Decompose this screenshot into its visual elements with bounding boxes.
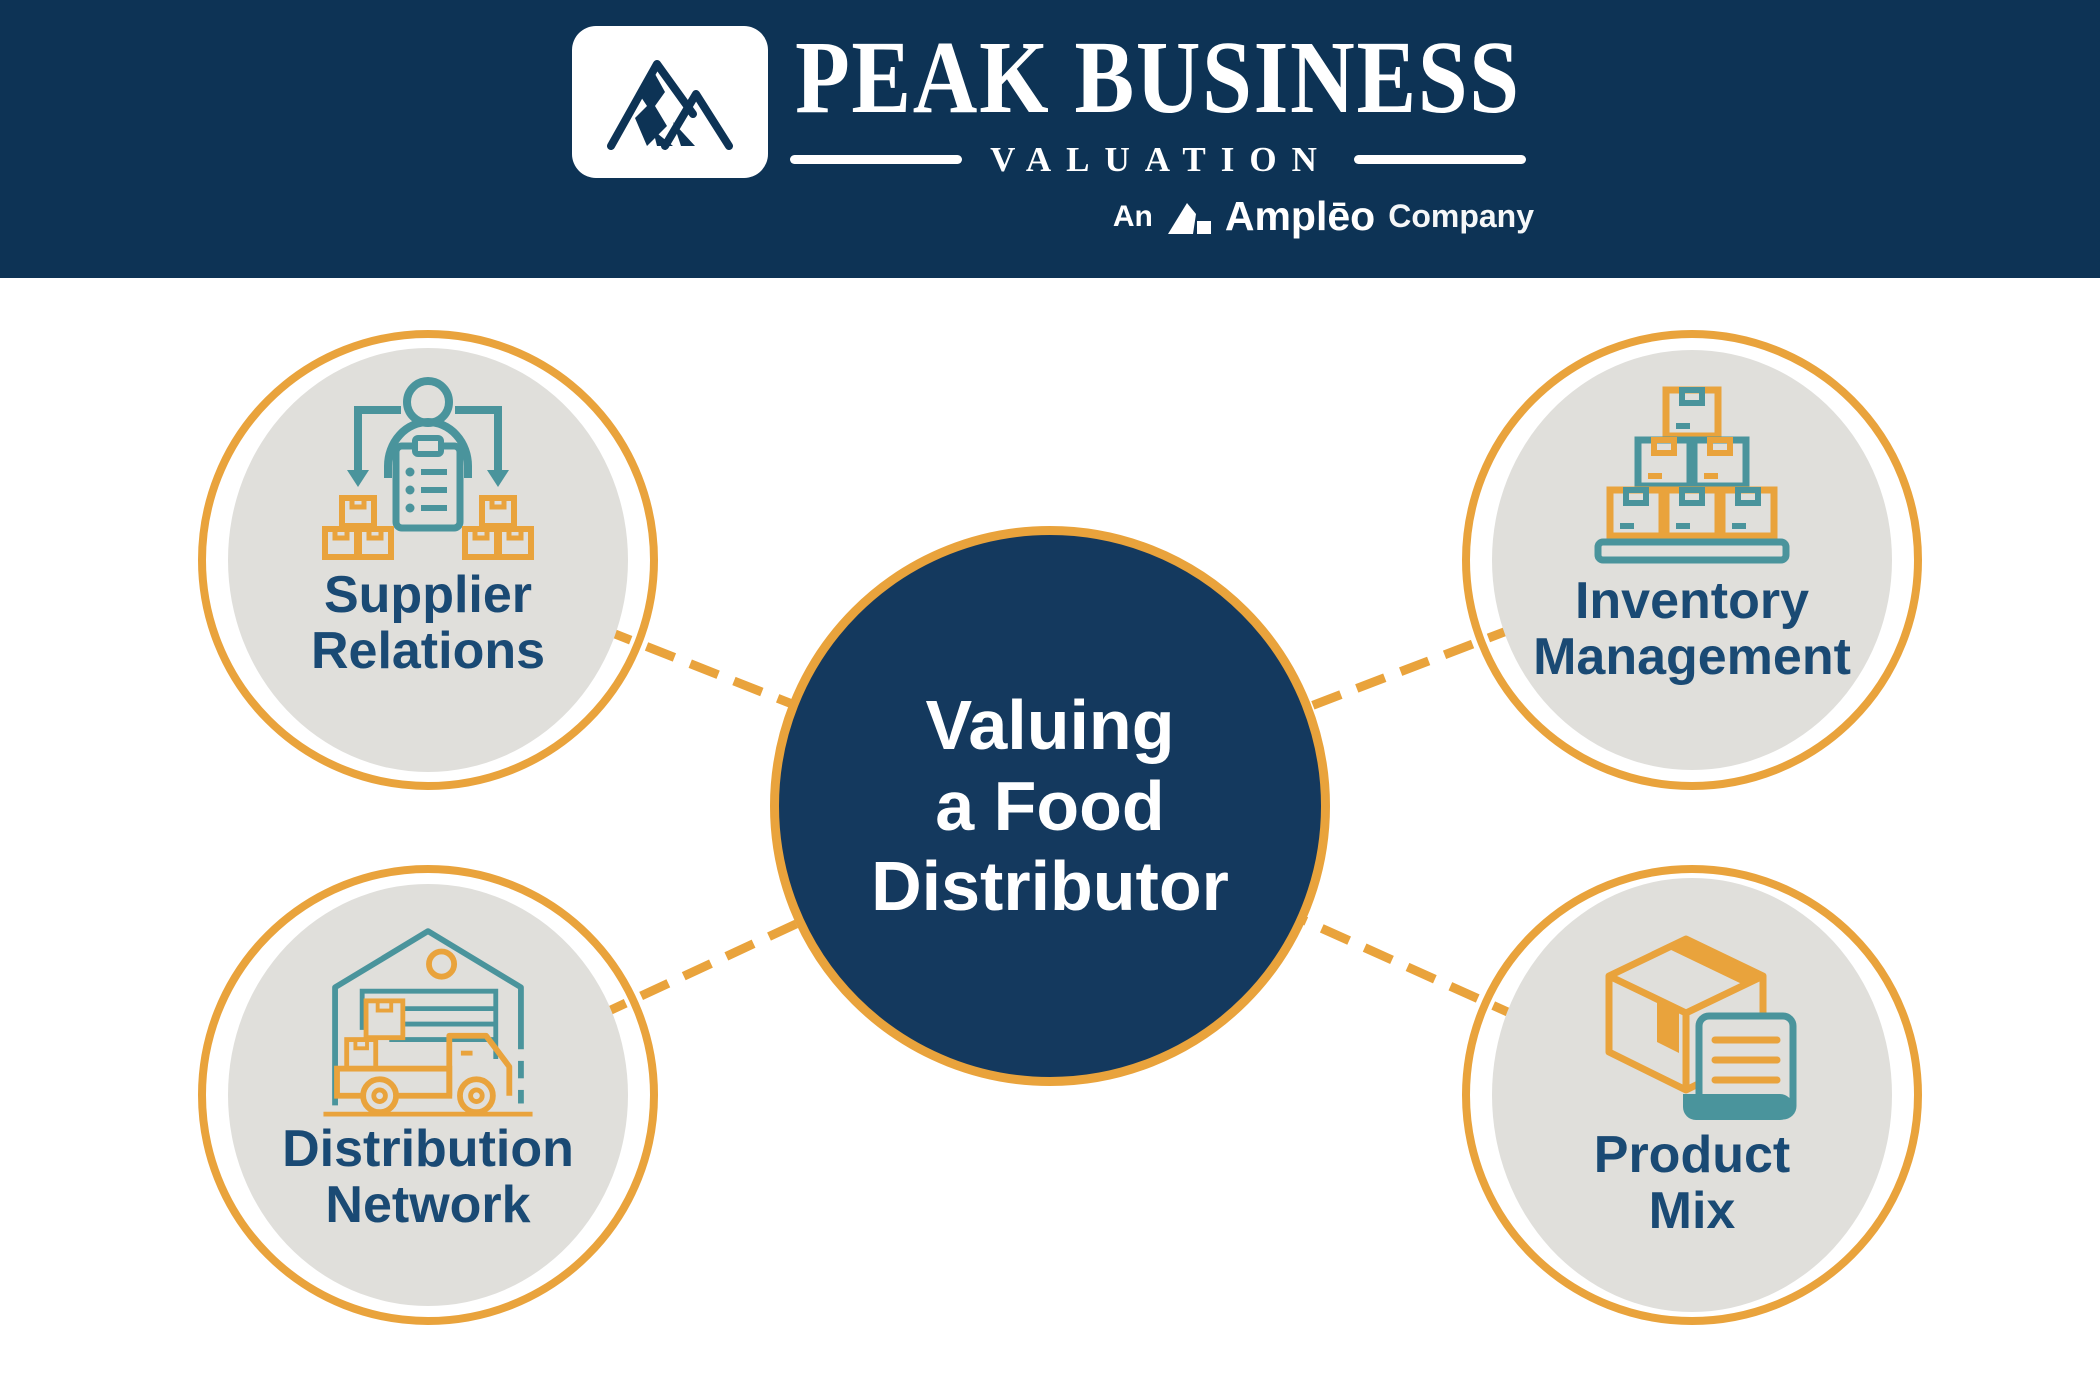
node-inventory-management: Inventory Management [1462,330,1922,790]
box-document-icon [1605,935,1797,1120]
center-title-line: a Food [935,766,1165,845]
warehouse-truck-icon [323,928,533,1117]
node-distribution-network: Distribution Network [198,865,658,1325]
diagram-area: Supplier Relations [0,278,2100,1400]
node-label-distribution-network: Distribution Network [282,1120,574,1234]
label-line: Network [325,1175,531,1234]
node-label-product-mix: Product Mix [1593,1126,1791,1240]
brand-lockup: PEAK BUSINESS VALUATION An Amplēo Compan… [572,20,1534,278]
node-label-supplier-relations: Supplier Relations [310,566,546,680]
header-banner: PEAK BUSINESS VALUATION An Amplēo Compan… [0,0,2100,278]
node-product-mix-circle: Product Mix [1492,878,1892,1312]
mountain-logo-icon [607,60,733,150]
pallet-stacked-boxes-icon [1594,386,1790,564]
tagline-company: Company [1388,198,1534,234]
label-line: Mix [1648,1181,1736,1240]
label-line: Distribution [282,1120,574,1178]
brand-subtitle: VALUATION [990,140,1332,179]
company-tagline: An Amplēo Company [1113,193,1534,240]
person-clipboard-boxes-icon [322,377,534,560]
ampleo-mark-icon [1167,202,1211,234]
label-line: Supplier [323,566,533,624]
center-topic-circle: Valuing a Food Distributor [770,526,1330,1086]
label-line: Inventory [1574,572,1810,630]
node-product-mix: Product Mix [1462,865,1922,1325]
center-topic-title: Valuing a Food Distributor [871,685,1229,927]
divider-line-left [790,155,963,164]
node-distribution-network-circle: Distribution Network [228,884,628,1306]
node-label-inventory-management: Inventory Management [1533,572,1851,686]
node-supplier-relations-circle: Supplier Relations [228,348,628,772]
center-title-line: Distributor [871,847,1229,926]
node-supplier-relations: Supplier Relations [198,330,658,790]
tagline-brand: Amplēo [1224,193,1376,239]
label-line: Product [1593,1126,1791,1184]
tagline-an: An [1112,199,1153,233]
node-inventory-management-circle: Inventory Management [1492,350,1892,770]
center-title-line: Valuing [925,686,1175,765]
label-line: Relations [310,621,546,680]
divider-line-right [1353,155,1526,164]
brand-subtitle-row: VALUATION [788,142,1528,177]
label-line: Management [1533,627,1851,686]
logo-box [572,26,768,178]
brand-name: PEAK BUSINESS [795,20,1521,135]
brand-text-column: PEAK BUSINESS VALUATION An Amplēo Compan… [788,20,1534,278]
